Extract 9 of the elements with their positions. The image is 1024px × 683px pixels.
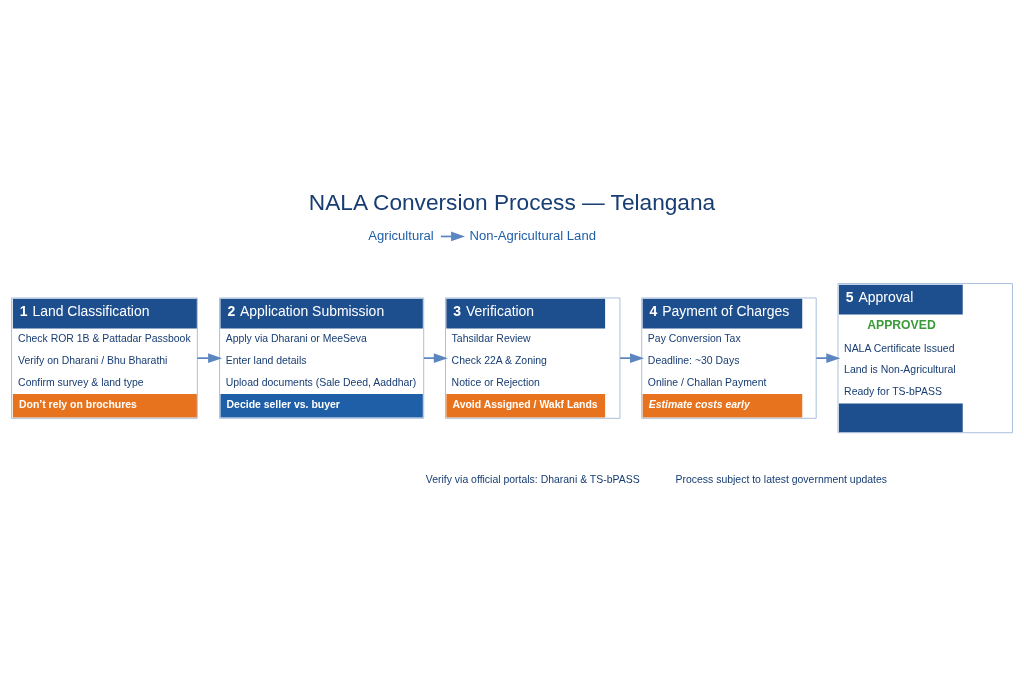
node-text: Non-Agricultural Land: [469, 227, 596, 243]
arrow: [423, 352, 448, 363]
label: Process subject to latest government updates: [675, 473, 888, 485]
arrow: [196, 352, 223, 363]
arrow: [815, 352, 841, 363]
node-text: Agricultural: [368, 227, 434, 243]
label: Verify via official portals: Dharani & TS-bPASS: [425, 473, 640, 485]
diagram-title: NALA Conversion Process — Telangana: [308, 188, 716, 215]
arrow: [619, 352, 644, 363]
